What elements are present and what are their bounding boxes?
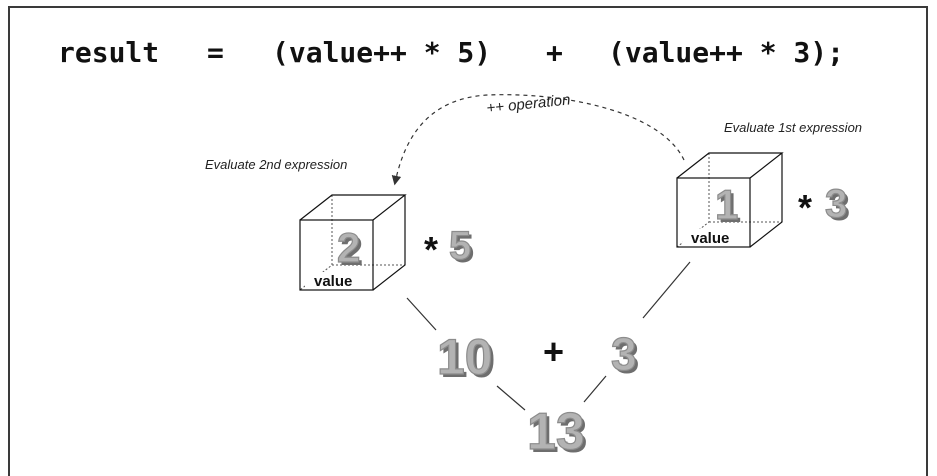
operation-annotation: ++ operation <box>486 91 572 117</box>
right-value-box: 1 1 value <box>676 152 784 248</box>
left-box-label-bg <box>305 272 361 289</box>
right-multiplier: 3 <box>825 182 847 226</box>
diagram-frame <box>8 6 928 476</box>
right-product-shadow: 3 <box>614 331 640 383</box>
left-multiplier: 5 <box>449 224 471 268</box>
right-box-label: value <box>691 230 729 247</box>
eval-first-annotation: Evaluate 1st expression <box>724 120 862 135</box>
code-expr-left: (value++ * 5) <box>272 36 491 69</box>
tree-line-right-box <box>642 261 691 319</box>
tree-line-right-product <box>583 375 607 403</box>
left-product: 10 <box>437 329 493 385</box>
code-result: result <box>58 36 159 69</box>
code-equals: = <box>207 36 224 69</box>
right-times-symbol: * <box>798 187 812 228</box>
total-result: 13 <box>527 403 585 461</box>
eval-second-annotation: Evaluate 2nd expression <box>205 157 347 172</box>
left-box-front <box>299 219 374 291</box>
right-box-front <box>676 177 751 248</box>
right-product: 3 <box>611 328 637 380</box>
left-box-back-edges <box>299 194 407 291</box>
right-box-digit: 1 <box>715 181 738 228</box>
left-box-label: value <box>314 273 352 290</box>
right-box-back-edges <box>676 152 784 248</box>
right-box-label-bg <box>683 229 739 246</box>
right-box-digit-shadow: 1 <box>718 184 741 231</box>
left-value-box: 2 2 value <box>299 194 407 291</box>
code-expr-right: (value++ * 3); <box>608 36 844 69</box>
left-times-symbol: * <box>424 229 438 270</box>
tree-line-left-box <box>406 297 437 331</box>
right-multiplier-shadow: 3 <box>828 185 850 229</box>
left-product-shadow: 10 <box>440 332 496 388</box>
sum-plus-symbol: + <box>543 331 564 372</box>
code-statement: result = (value++ * 5) + (value++ * 3); <box>58 36 844 69</box>
code-plus: + <box>546 36 563 69</box>
total-shadow: 13 <box>530 406 588 464</box>
tree-line-left-product <box>496 385 526 411</box>
increment-arrow <box>391 94 685 186</box>
left-box-digit-shadow: 2 <box>340 227 363 274</box>
left-multiplier-shadow: 5 <box>452 227 474 271</box>
left-box-digit: 2 <box>337 224 360 271</box>
